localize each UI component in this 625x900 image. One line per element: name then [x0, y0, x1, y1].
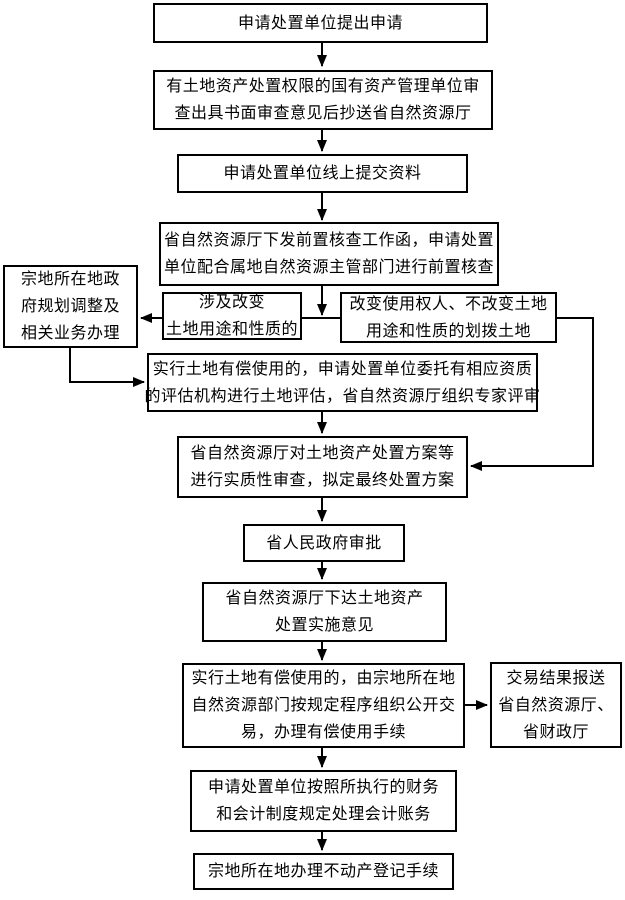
node-evaluation-text: 的评估机构进行土地评估，省自然资源厅组织专家评审: [144, 387, 541, 405]
node-report-result-text: 交易结果报送: [506, 669, 606, 687]
node-implementation-text: 省自然资源厅下达土地资产: [225, 590, 424, 607]
node-no-change: 改变使用权人、不改变土地 用途和性质的划拨土地: [340, 292, 557, 343]
node-accounting-text: 申请处置单位按照所执行的财务: [207, 779, 439, 796]
node-local-gov-text: 宗地所在地政: [20, 271, 120, 288]
node-evaluation-text: 实行土地有偿使用的，申请处置单位委托有相应资质: [152, 360, 533, 378]
node-change-use-text: 土地用途和性质的: [165, 321, 298, 338]
node-local-gov: 宗地所在地政 府规划调整及 相关业务办理: [3, 265, 138, 348]
node-gov-approval-text: 省人民政府审批: [266, 534, 382, 552]
node-public-trade-text: 实行土地有偿使用的，由宗地所在地: [191, 670, 456, 687]
node-evaluation: 实行土地有偿使用的，申请处置单位委托有相应资质 的评估机构进行土地评估，省自然资…: [144, 353, 541, 412]
node-implementation-text: 处置实施意见: [274, 617, 374, 634]
node-asset-review: 有土地资产处置权限的国有资产管理单位审 查出具书面审查意见后抄送省自然资源厅: [153, 70, 493, 130]
node-local-gov-text: 府规划调整及: [20, 298, 120, 315]
node-pre-check: 省自然资源厅下发前置核查工作函，申请处置 单位配合属地自然资源主管部门进行前置核…: [159, 222, 499, 286]
node-registration: 宗地所在地办理不动产登记手续: [193, 853, 454, 890]
node-online-submit: 申请处置单位线上提交资料: [177, 154, 468, 193]
node-implementation: 省自然资源厅下达土地资产 处置实施意见: [202, 582, 447, 642]
node-public-trade-text: 易，办理有偿使用手续: [240, 724, 406, 741]
node-gov-approval: 省人民政府审批: [243, 524, 405, 562]
node-pre-check-text: 省自然资源厅下发前置核查工作函，申请处置: [163, 232, 494, 249]
node-report-result: 交易结果报送 省自然资源厅、 省财政厅: [490, 662, 622, 748]
node-asset-review-text: 有土地资产处置权限的国有资产管理单位审: [166, 78, 480, 95]
node-report-result-text: 省自然资源厅、: [498, 696, 614, 714]
node-online-submit-text: 申请处置单位线上提交资料: [223, 165, 422, 182]
node-change-use-text: 涉及改变: [198, 294, 265, 311]
arrow-no-change-to-substantive-review: [470, 317, 594, 471]
node-registration-text: 宗地所在地办理不动产登记手续: [207, 863, 439, 880]
node-apply: 申请处置单位提出申请: [153, 3, 488, 43]
node-accounting: 申请处置单位按照所执行的财务 和会计制度规定处理会计账务: [190, 770, 457, 832]
node-change-use: 涉及改变 土地用途和性质的: [162, 292, 302, 340]
arrow-local-gov-to-evaluation: [69, 348, 145, 387]
node-accounting-text: 和会计制度规定处理会计账务: [216, 806, 431, 823]
node-pre-check-text: 单位配合属地自然资源主管部门进行前置核查: [163, 259, 494, 276]
node-asset-review-text: 查出具书面审查意见后抄送省自然资源厅: [174, 105, 472, 122]
node-substantive-review-text: 进行实质性审查，拟定最终处置方案: [190, 472, 455, 489]
node-no-change-text: 用途和性质的划拨土地: [365, 322, 531, 340]
node-apply-text: 申请处置单位提出申请: [237, 14, 403, 32]
node-public-trade-text: 自然资源部门按规定程序组织公开交: [191, 697, 456, 714]
node-substantive-review-text: 省自然资源厅对土地资产处置方案等: [190, 445, 455, 462]
node-report-result-text: 省财政厅: [522, 723, 589, 741]
node-public-trade: 实行土地有偿使用的，由宗地所在地 自然资源部门按规定程序组织公开交 易，办理有偿…: [182, 663, 465, 748]
node-substantive-review: 省自然资源厅对土地资产处置方案等 进行实质性审查，拟定最终处置方案: [177, 436, 468, 498]
node-no-change-text: 改变使用权人、不改变土地: [349, 295, 548, 313]
node-local-gov-text: 相关业务办理: [20, 325, 120, 342]
